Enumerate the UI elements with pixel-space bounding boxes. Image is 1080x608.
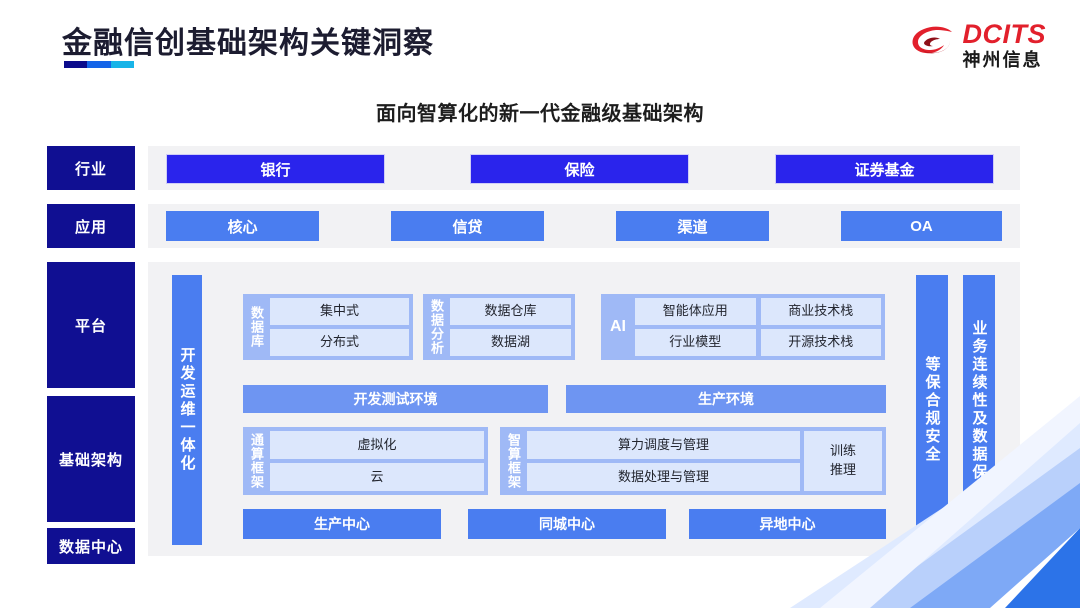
- application-row-panel: 核心 信贷 渠道 OA: [148, 204, 1020, 248]
- inference-label: 推理: [829, 462, 856, 477]
- cell-commercial-stack[interactable]: 商业技术栈: [760, 298, 881, 325]
- layer-label-datacenter: 数据中心: [47, 528, 135, 564]
- group-title-intelligent-computing-framework: 智算框架: [506, 433, 521, 489]
- cell-training-inference[interactable]: 训练 推理: [804, 431, 882, 491]
- group-row: 虚拟化: [270, 431, 484, 459]
- layer-label-industry: 行业: [47, 146, 135, 190]
- datacenter-chip-metro-center[interactable]: 同城中心: [468, 509, 666, 539]
- logo-text-cn: 神州信息: [962, 50, 1043, 70]
- cell-virtualization[interactable]: 虚拟化: [270, 431, 484, 459]
- group-title-database: 数据库: [249, 306, 264, 348]
- environment-chip-production[interactable]: 生产环境: [566, 385, 886, 413]
- datacenter-chip-remote-center[interactable]: 异地中心: [689, 509, 886, 539]
- group-title-ai: AI: [610, 318, 626, 335]
- platform-infrastructure-panel: 开发运维一体化 数据库 集中式 分布式 数据分析 数据仓库 数据湖 AI 智能: [148, 262, 1020, 556]
- group-cells-intelligent-computing: 算力调度与管理 数据处理与管理: [527, 431, 800, 491]
- group-row: 数据湖: [450, 329, 571, 356]
- group-row: 数据处理与管理: [527, 463, 800, 491]
- compliance-security-vertical-bar[interactable]: 等保合规安全: [916, 275, 948, 545]
- logo-text-en: DCITS: [962, 19, 1046, 49]
- page-header: 金融信创基础架构关键洞察 DCITS 神州信息: [0, 0, 1080, 88]
- cell-cloud[interactable]: 云: [270, 463, 484, 491]
- application-chip-credit[interactable]: 信贷: [391, 211, 544, 241]
- rule-segment-2: [87, 61, 111, 68]
- cell-agent-application[interactable]: 智能体应用: [635, 298, 756, 325]
- devops-vertical-bar[interactable]: 开发运维一体化: [172, 275, 202, 545]
- datacenter-chip-production-center[interactable]: 生产中心: [243, 509, 441, 539]
- industry-chip-insurance[interactable]: 保险: [470, 154, 689, 184]
- cell-data-lake[interactable]: 数据湖: [450, 329, 571, 356]
- group-row: 智能体应用 商业技术栈: [635, 298, 881, 325]
- logo-wordmark: DCITS 神州信息: [962, 19, 1047, 70]
- page-title: 金融信创基础架构关键洞察: [62, 27, 434, 60]
- cell-compute-scheduling[interactable]: 算力调度与管理: [527, 431, 800, 459]
- industry-chip-securities-fund[interactable]: 证券基金: [775, 154, 994, 184]
- group-general-computing-framework: 通算框架 虚拟化 云: [243, 427, 488, 495]
- cell-data-warehouse[interactable]: 数据仓库: [450, 298, 571, 325]
- layer-label-platform: 平台: [47, 262, 135, 388]
- industry-row-panel: 银行 保险 证券基金: [148, 146, 1020, 190]
- group-intelligent-computing-framework: 智算框架 算力调度与管理 数据处理与管理 训练 推理: [500, 427, 886, 495]
- group-title-data-analysis: 数据分析: [429, 299, 444, 355]
- group-data-analysis: 数据分析 数据仓库 数据湖: [423, 294, 575, 360]
- group-row: 算力调度与管理: [527, 431, 800, 459]
- rule-segment-1: [64, 61, 88, 68]
- group-ai: AI 智能体应用 商业技术栈 行业模型 开源技术栈: [601, 294, 885, 360]
- application-chip-core[interactable]: 核心: [166, 211, 319, 241]
- group-row: 云: [270, 463, 484, 491]
- group-row: 数据仓库: [450, 298, 571, 325]
- cell-industry-model[interactable]: 行业模型: [635, 329, 756, 356]
- group-title-general-computing-framework: 通算框架: [249, 433, 264, 489]
- group-row: 行业模型 开源技术栈: [635, 329, 881, 356]
- group-row: 分布式: [270, 329, 409, 356]
- application-chip-channel[interactable]: 渠道: [616, 211, 769, 241]
- diagram-subtitle: 面向智算化的新一代金融级基础架构: [376, 103, 704, 125]
- industry-chip-bank[interactable]: 银行: [166, 154, 385, 184]
- title-accent-rule: [64, 61, 134, 68]
- training-label: 训练: [829, 443, 856, 459]
- business-continuity-vertical-bar[interactable]: 业务连续性及数据保护: [963, 275, 995, 545]
- cell-data-processing[interactable]: 数据处理与管理: [527, 463, 800, 491]
- group-database: 数据库 集中式 分布式: [243, 294, 413, 360]
- group-cells-data-analysis: 数据仓库 数据湖: [450, 298, 571, 356]
- group-cells-ai: 智能体应用 商业技术栈 行业模型 开源技术栈: [635, 298, 881, 356]
- environment-chip-dev-test[interactable]: 开发测试环境: [243, 385, 548, 413]
- cell-opensource-stack[interactable]: 开源技术栈: [760, 329, 881, 356]
- group-cells-database: 集中式 分布式: [270, 298, 409, 356]
- cell-distributed[interactable]: 分布式: [270, 329, 409, 356]
- layer-label-infrastructure: 基础架构: [47, 396, 135, 522]
- cell-centralized[interactable]: 集中式: [270, 298, 409, 325]
- dcits-swirl-logo-icon: [911, 25, 955, 65]
- group-cells-general-computing: 虚拟化 云: [270, 431, 484, 491]
- layer-label-application: 应用: [47, 204, 135, 248]
- group-row: 集中式: [270, 298, 409, 325]
- company-logo: DCITS 神州信息: [911, 18, 1047, 72]
- rule-segment-3: [110, 61, 134, 68]
- application-chip-oa[interactable]: OA: [841, 211, 1002, 241]
